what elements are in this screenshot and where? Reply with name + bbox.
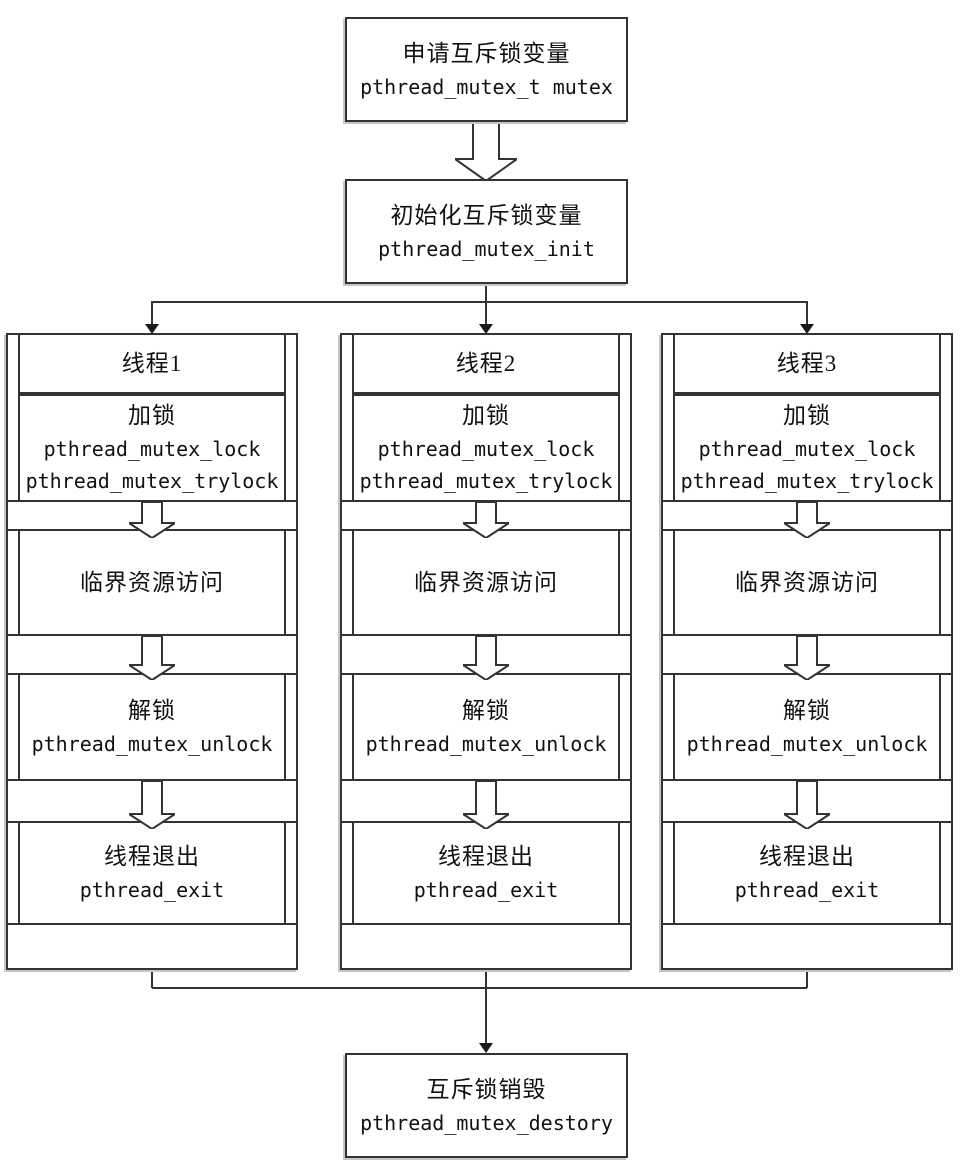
destroy-title: 互斥锁销毁 <box>426 1076 547 1102</box>
flow-gap <box>342 500 630 538</box>
flow-gap <box>342 779 630 829</box>
exit-title: 线程退出 <box>104 844 200 869</box>
lock-code-2: pthread_mutex_trylock <box>359 469 613 493</box>
down-arrow-icon <box>784 636 830 680</box>
thread-2-header: 线程2 <box>352 335 620 394</box>
access-title: 临界资源访问 <box>735 569 879 595</box>
declare-title: 申请互斥锁变量 <box>402 40 571 66</box>
flow-gap <box>663 779 951 829</box>
thread-1-step-access: 临界资源访问 <box>18 531 286 634</box>
down-arrow-icon <box>129 781 175 829</box>
thread-2-step-lock: 加锁 pthread_mutex_lock pthread_mutex_tryl… <box>352 394 620 500</box>
lock-code-1: pthread_mutex_lock <box>698 437 916 461</box>
box-destroy-mutex: 互斥锁销毁 pthread_mutex_destory <box>345 1053 628 1158</box>
flow-gap <box>663 500 951 538</box>
thread-3-step-lock: 加锁 pthread_mutex_lock pthread_mutex_tryl… <box>673 394 941 500</box>
flow-gap <box>342 634 630 680</box>
flow-gap <box>342 923 630 968</box>
init-title: 初始化互斥锁变量 <box>390 202 583 228</box>
down-arrow-icon <box>463 781 509 829</box>
exit-title: 线程退出 <box>759 844 855 869</box>
thread-column-3: 线程3 加锁 pthread_mutex_lock pthread_mutex_… <box>661 333 953 970</box>
thread-column-2: 线程2 加锁 pthread_mutex_lock pthread_mutex_… <box>340 333 632 970</box>
thread-1-step-unlock: 解锁 pthread_mutex_unlock <box>18 675 286 779</box>
access-title: 临界资源访问 <box>80 569 224 595</box>
thread-column-1: 线程1 加锁 pthread_mutex_lock pthread_mutex_… <box>6 333 298 970</box>
thread-2-step-unlock: 解锁 pthread_mutex_unlock <box>352 675 620 779</box>
lock-title: 加锁 <box>462 403 510 428</box>
thread-3-header-label: 线程3 <box>776 350 838 376</box>
lock-title: 加锁 <box>128 403 176 428</box>
unlock-code: pthread_mutex_unlock <box>31 732 273 756</box>
thread-1-header-label: 线程1 <box>121 350 183 376</box>
flow-gap <box>8 634 296 680</box>
flow-gap <box>8 500 296 538</box>
thread-3-header: 线程3 <box>673 335 941 394</box>
down-arrow-icon <box>784 781 830 829</box>
exit-code: pthread_exit <box>734 878 880 902</box>
init-code: pthread_mutex_init <box>378 236 595 261</box>
thread-2-step-exit: 线程退出 pthread_exit <box>352 823 620 923</box>
thread-2-header-label: 线程2 <box>455 350 517 376</box>
thread-3-step-unlock: 解锁 pthread_mutex_unlock <box>673 675 941 779</box>
thread-3-step-access: 临界资源访问 <box>673 531 941 634</box>
thread-1-step-lock: 加锁 pthread_mutex_lock pthread_mutex_tryl… <box>18 394 286 500</box>
exit-title: 线程退出 <box>438 844 534 869</box>
unlock-title: 解锁 <box>128 698 176 723</box>
box-init-mutex: 初始化互斥锁变量 pthread_mutex_init <box>345 179 628 284</box>
lock-code-1: pthread_mutex_lock <box>43 437 261 461</box>
unlock-title: 解锁 <box>783 698 831 723</box>
destroy-code: pthread_mutex_destory <box>360 1110 613 1135</box>
thread-1-header: 线程1 <box>18 335 286 394</box>
lock-code-1: pthread_mutex_lock <box>377 437 595 461</box>
access-title: 临界资源访问 <box>414 569 558 595</box>
down-arrow-icon <box>129 636 175 680</box>
unlock-title: 解锁 <box>462 698 510 723</box>
lock-code-2: pthread_mutex_trylock <box>680 469 934 493</box>
lock-title: 加锁 <box>783 403 831 428</box>
exit-code: pthread_exit <box>79 878 225 902</box>
declare-code: pthread_mutex_t mutex <box>360 74 613 99</box>
unlock-code: pthread_mutex_unlock <box>686 732 928 756</box>
thread-3-step-exit: 线程退出 pthread_exit <box>673 823 941 923</box>
lock-code-2: pthread_mutex_trylock <box>25 469 279 493</box>
flow-gap <box>663 634 951 680</box>
box-declare-mutex: 申请互斥锁变量 pthread_mutex_t mutex <box>345 17 628 122</box>
down-arrow-icon <box>463 636 509 680</box>
thread-1-step-exit: 线程退出 pthread_exit <box>18 823 286 923</box>
exit-code: pthread_exit <box>413 878 559 902</box>
thread-2-step-access: 临界资源访问 <box>352 531 620 634</box>
flow-gap <box>8 923 296 968</box>
flow-gap <box>8 779 296 829</box>
flow-gap <box>663 923 951 968</box>
down-arrow-icon <box>455 121 517 181</box>
unlock-code: pthread_mutex_unlock <box>365 732 607 756</box>
